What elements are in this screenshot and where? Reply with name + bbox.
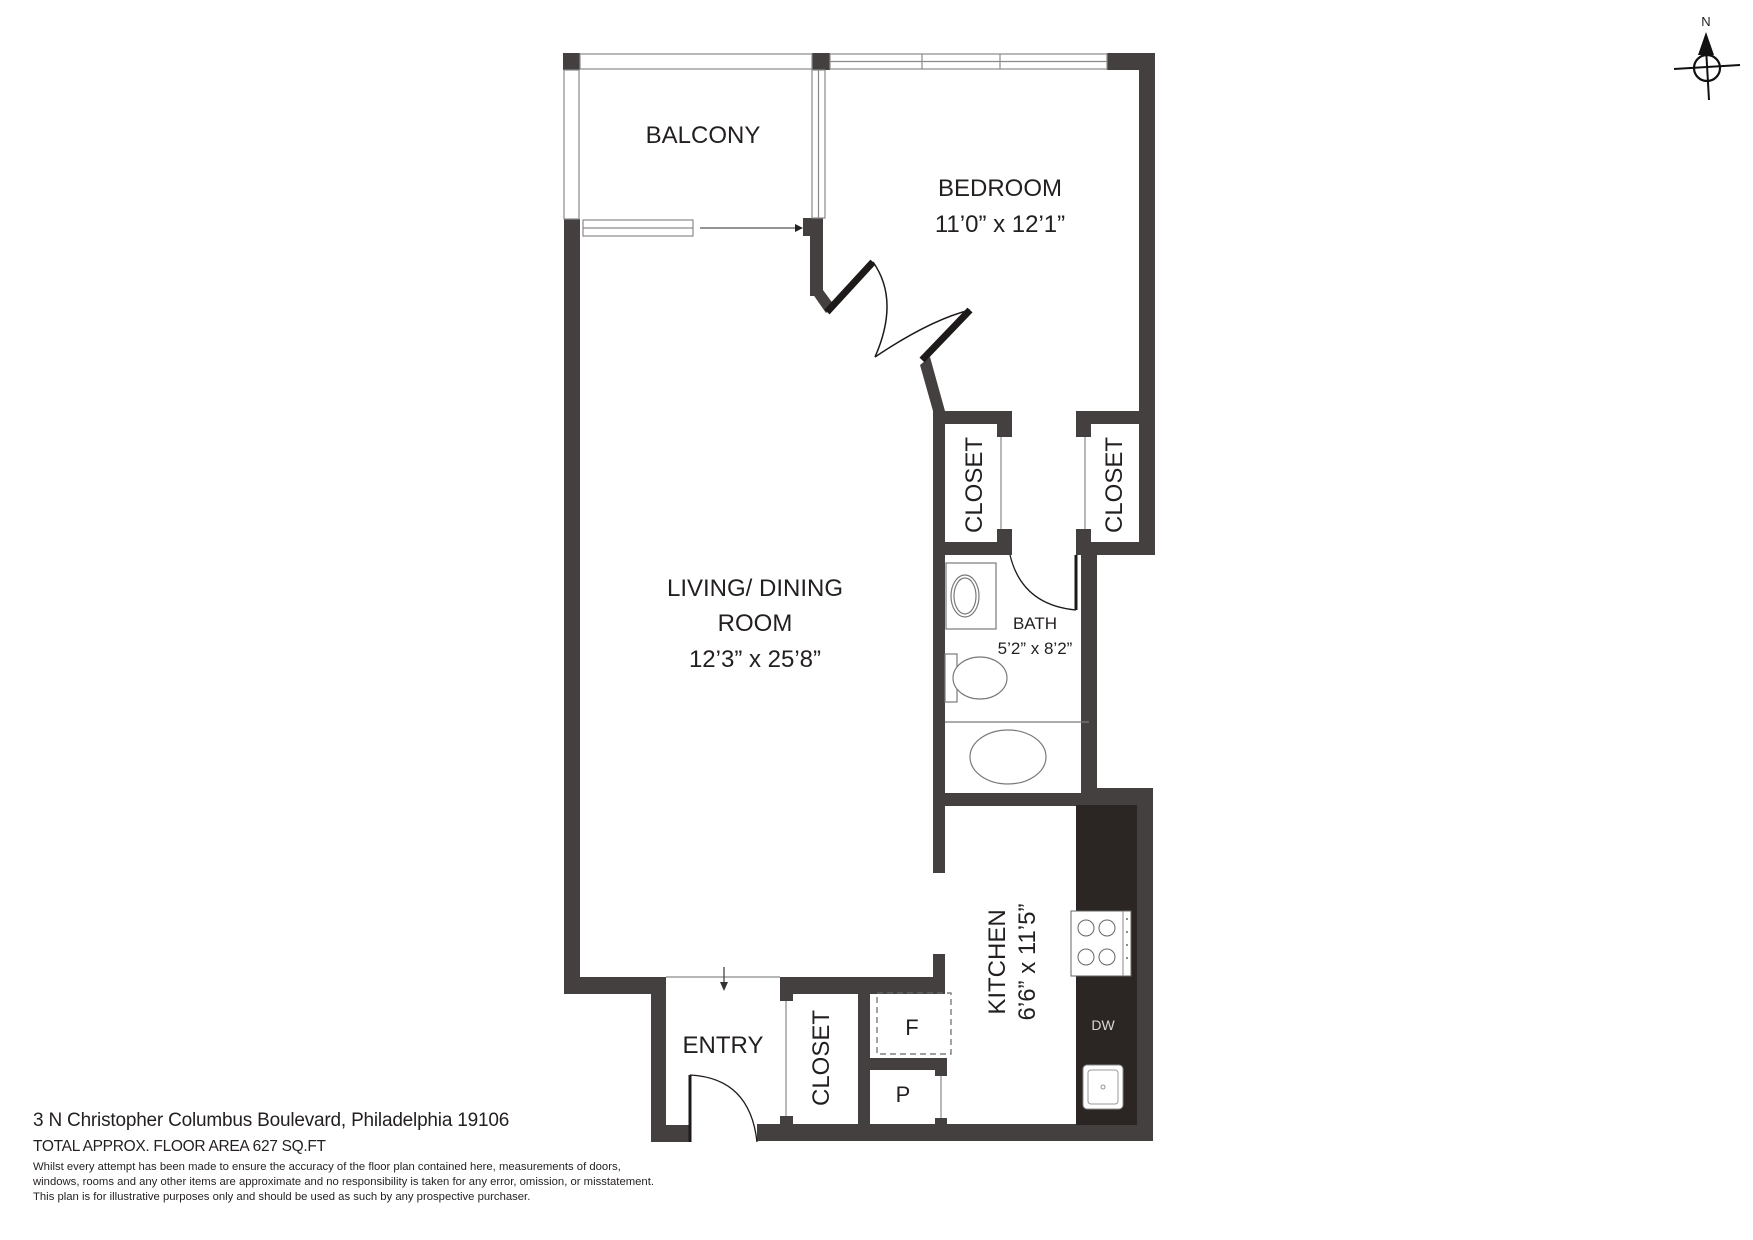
pantry-label: P	[896, 1082, 911, 1107]
dishwasher-label: DW	[1091, 1017, 1115, 1033]
property-address: 3 N Christopher Columbus Boulevard, Phil…	[33, 1110, 510, 1131]
kitchen-dimensions: 6’6” x 11’5”	[1014, 904, 1041, 1021]
closet-right-label: CLOSET	[1101, 437, 1128, 533]
entry-label: ENTRY	[683, 1032, 764, 1059]
windows	[563, 53, 1108, 237]
bath-label: BATH	[1013, 614, 1057, 633]
bath-door[interactable]	[1009, 554, 1078, 611]
bedroom-label: BEDROOM	[938, 175, 1062, 202]
living-label-line2: ROOM	[718, 610, 793, 637]
stove-icon	[1070, 910, 1132, 977]
entry-direction-arrow-icon	[720, 967, 728, 991]
bathtub-icon	[969, 729, 1047, 785]
entry-door[interactable]	[688, 1074, 758, 1143]
bedroom-dimensions: 11’0” x 12’1”	[935, 211, 1065, 238]
toilet-bowl-icon	[952, 656, 1008, 700]
bath-dimensions: 5’2” x 8’2”	[998, 639, 1073, 658]
living-dimensions: 12’3” x 25’8”	[689, 646, 821, 673]
kitchen-sink-icon	[1082, 1064, 1124, 1110]
disclaimer-line-1: Whilst every attempt has been made to en…	[33, 1161, 621, 1173]
total-floor-area: TOTAL APPROX. FLOOR AREA 627 SQ.FT	[33, 1138, 326, 1155]
plan-footer: 3 N Christopher Columbus Boulevard, Phil…	[33, 1110, 733, 1205]
closet-doors	[666, 437, 1086, 1118]
bedroom-double-door[interactable]	[824, 259, 973, 363]
svg-text:N: N	[1701, 14, 1710, 29]
balcony-label: BALCONY	[646, 122, 761, 149]
living-label-line1: LIVING/ DINING	[667, 575, 843, 602]
fridge-label: F	[905, 1015, 918, 1040]
closet-left-label: CLOSET	[961, 437, 988, 533]
walls	[563, 53, 1155, 1142]
kitchen-label: KITCHEN	[984, 909, 1011, 1014]
slide-direction-arrow-icon	[700, 224, 803, 232]
bath-fixtures	[944, 562, 1089, 785]
north-arrow-compass-icon: N	[1673, 14, 1741, 101]
fridge-outline	[876, 992, 952, 1055]
disclaimer-line-3: This plan is for illustrative purposes o…	[33, 1191, 531, 1203]
entry-closet-label: CLOSET	[808, 1010, 835, 1106]
disclaimer-line-2: windows, rooms and any other items are a…	[33, 1176, 654, 1188]
